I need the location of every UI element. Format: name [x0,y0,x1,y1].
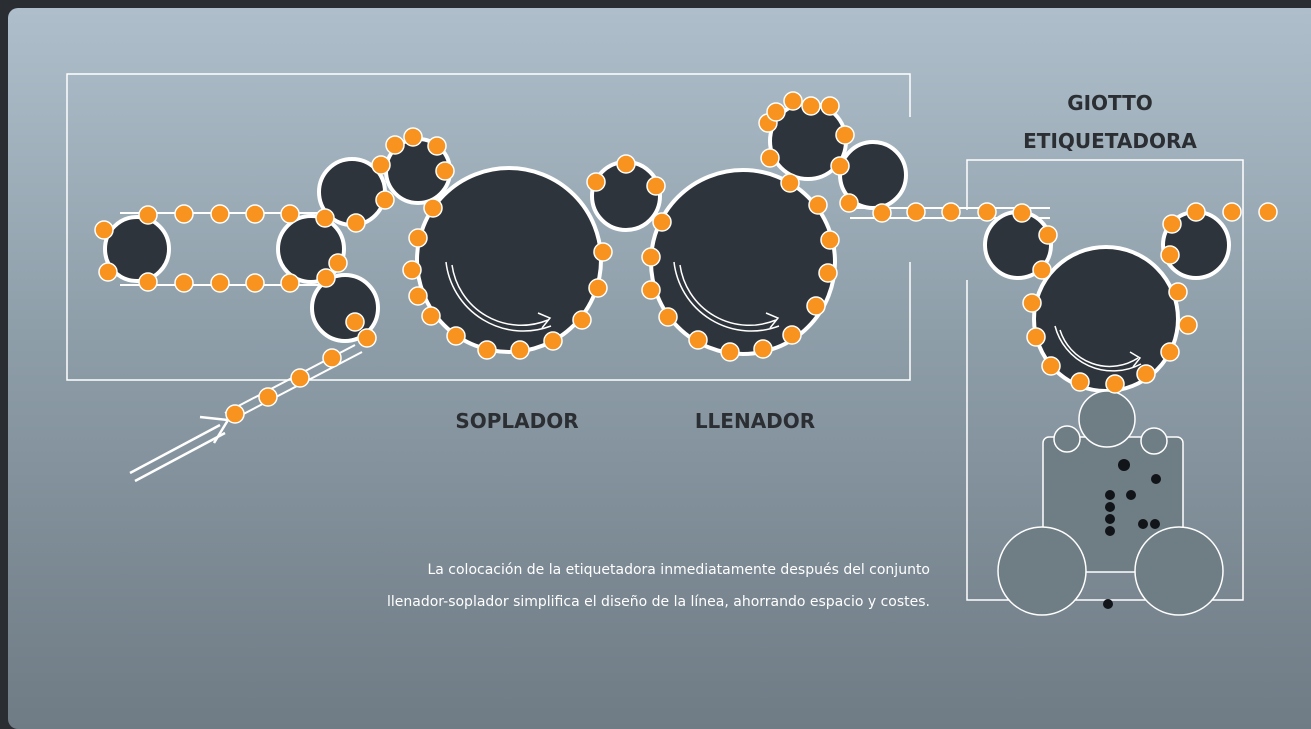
rotation-arrows [445,261,1142,372]
caption-line-1: La colocación de la etiquetadora inmedia… [427,562,930,578]
labeler-enclosure [966,159,1244,601]
caption-line-2: llenador-soplador simplifica el diseño d… [387,594,930,610]
diagram-panel: SOPLADOR LLENADOR GIOTTO ETIQUETADORA La… [8,8,1311,729]
filler-label: LLENADOR [695,409,815,433]
blower-filler-enclosure [66,73,911,381]
line-diagram: SOPLADOR LLENADOR GIOTTO ETIQUETADORA La… [66,73,1278,616]
labeler-details [1103,459,1161,609]
starwheels [103,101,1231,393]
filler-carousel [649,168,837,356]
infeed-arrow [129,415,231,483]
labeler-title-line2: ETIQUETADORA [1023,129,1197,153]
labeler-title-line1: GIOTTO [1067,91,1153,115]
blower-label: SOPLADOR [455,409,578,433]
bottles [94,91,1278,424]
transfer-wheel-1 [276,214,346,284]
infeed-wheel [103,215,171,283]
